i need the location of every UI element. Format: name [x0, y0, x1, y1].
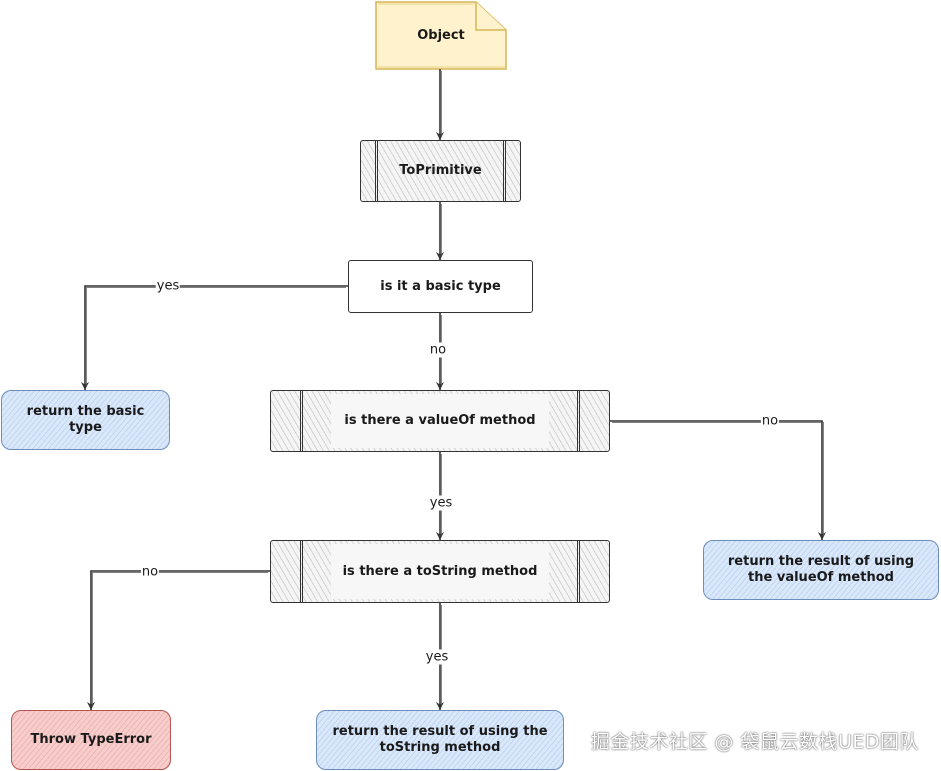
- throw-type-error-node: Throw TypeError: [11, 710, 171, 770]
- object-node-label: Object: [417, 27, 465, 43]
- edge-label-basic-no: no: [428, 342, 448, 358]
- return-to-string-label: return the result of using the toString …: [332, 724, 548, 755]
- value-of-check-label: is there a valueOf method: [344, 413, 536, 428]
- basic-type-check: is it a basic type: [348, 260, 533, 313]
- edge-basic-yes: [81, 285, 348, 390]
- return-to-string-node: return the result of using the toString …: [316, 710, 564, 770]
- edge-label-basic-yes: yes: [155, 278, 181, 294]
- toprimitive-right-bar: [503, 141, 506, 201]
- value-of-right-bar: [577, 391, 580, 451]
- return-basic-type-node: return the basic type: [1, 390, 170, 450]
- object-node: Object: [376, 2, 506, 69]
- to-string-check: is there a toString method: [270, 540, 610, 603]
- edge-label-to-string-yes: yes: [424, 649, 450, 665]
- return-basic-type-label: return the basic type: [26, 404, 145, 435]
- edge-value-of-no: [610, 420, 826, 540]
- value-of-left-bar: [300, 391, 303, 451]
- edge-to-string-no: [87, 570, 270, 710]
- value-of-check: is there a valueOf method: [270, 390, 610, 452]
- return-value-of-label: return the result of using the valueOf m…: [727, 554, 915, 585]
- to-string-right-bar: [577, 541, 580, 602]
- edge-label-to-string-no: no: [140, 564, 160, 580]
- object-note-shape: [375, 1, 507, 70]
- to-string-left-bar: [300, 541, 303, 602]
- basic-type-check-label: is it a basic type: [380, 278, 501, 294]
- return-value-of-node: return the result of using the valueOf m…: [703, 540, 939, 600]
- edge-label-value-of-no: no: [760, 413, 780, 429]
- toprimitive-process: ToPrimitive: [360, 140, 521, 202]
- edge-label-value-of-yes: yes: [428, 495, 454, 511]
- watermark: 掘金技术社区 @ 袋鼠云数栈UED团队: [590, 731, 919, 753]
- toprimitive-left-bar: [375, 141, 378, 201]
- toprimitive-label: ToPrimitive: [399, 163, 482, 178]
- throw-type-error-label: Throw TypeError: [30, 732, 152, 747]
- to-string-check-label: is there a toString method: [342, 563, 538, 579]
